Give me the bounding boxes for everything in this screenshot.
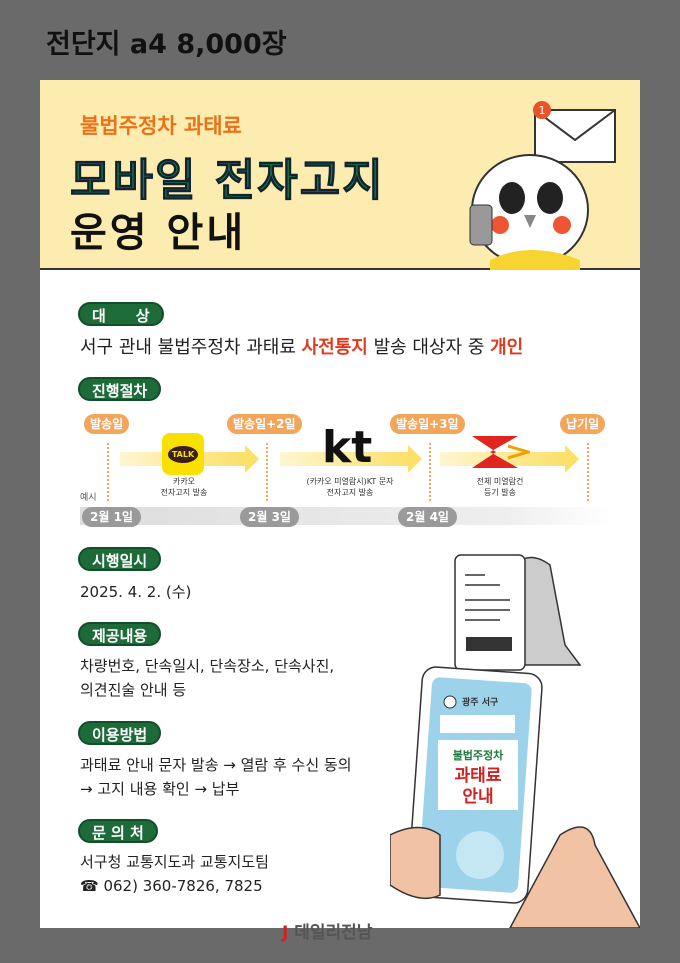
example-date-1: 2월 1일 — [82, 507, 141, 527]
timeline-divider — [266, 443, 268, 501]
timeline-divider — [587, 443, 589, 501]
date-text: 2025. 4. 2. (수) — [80, 583, 192, 601]
contact-line2: ☎ 062) 360-7826, 7825 — [80, 877, 263, 895]
header-title: 모바일 전자고지 — [70, 155, 385, 207]
content-line2: 의견진술 안내 등 — [80, 681, 187, 699]
timeline-divider — [107, 443, 109, 501]
target-text-pre: 서구 관내 불법주정차 과태료 — [80, 337, 302, 358]
post-office-icon — [472, 436, 530, 468]
target-label: 대 상 — [78, 302, 164, 326]
kt-logo-icon: kt — [322, 422, 373, 473]
mascot-icon — [469, 154, 589, 270]
arrow-icon — [440, 445, 579, 473]
envelope-icon — [534, 109, 616, 163]
notification-count: 1 — [539, 104, 546, 117]
page-title: 전단지 a4 8,000장 — [46, 29, 287, 60]
caption-kakao: 카카오 전자고지 발송 — [160, 477, 208, 497]
notification-badge — [533, 101, 551, 119]
contact-label: 문 의 처 — [78, 819, 158, 843]
content-label: 제공내용 — [78, 622, 162, 646]
phone-receipt-illustration: 광주 서구 불법주정차 과태료 안내 — [390, 554, 640, 928]
target-highlight-individual: 개인 — [490, 337, 524, 358]
phone-msg3: 안내 — [462, 787, 493, 807]
example-label: 예시 — [80, 493, 97, 503]
example-date-3: 2월 4일 — [398, 507, 457, 527]
caption-registered-mail: 전체 미열람건 등기 발송 — [476, 477, 524, 497]
date-band — [80, 507, 610, 525]
example-date-2: 2월 3일 — [240, 507, 299, 527]
target-text: 서구 관내 불법주정차 과태료 사전통지 발송 대상자 중 개인 — [80, 336, 523, 360]
phone-msg1: 불법주정차 — [453, 748, 504, 762]
poster: 불법주정차 과태료 모바일 전자고지 운영 안내 1 대 상 서구 관내 불법주… — [40, 80, 640, 928]
phone-brand: 광주 서구 — [462, 696, 498, 708]
usage-line2: → 고지 내용 확인 → 납부 — [80, 780, 240, 798]
header-title2: 운영 안내 — [70, 210, 247, 256]
timeline-divider — [429, 443, 431, 501]
step-send-day: 발송일 — [84, 414, 130, 434]
contact-line1: 서구청 교통지도과 교통지도팀 — [80, 853, 269, 871]
caption-kt: (카카오 미열람시)KT 문자 전자고지 발송 — [306, 477, 394, 497]
phone-msg2: 과태료 — [455, 766, 502, 786]
receipt-icon — [454, 554, 526, 671]
usage-label: 이용방법 — [78, 721, 162, 745]
step-send-day-plus3: 발송일+3일 — [390, 414, 465, 434]
watermark: J 데일리전남 — [282, 923, 373, 943]
content-line1: 차량번호, 단속일시, 단속장소, 단속사진, — [80, 657, 335, 675]
step-due-day: 납기일 — [560, 414, 606, 434]
step-send-day-plus2: 발송일+2일 — [227, 414, 302, 434]
target-text-mid: 발송 대상자 중 — [367, 337, 491, 358]
header-subtitle: 불법주정차 과태료 — [80, 114, 242, 138]
arrow-icon — [280, 445, 422, 473]
poster-header: 불법주정차 과태료 모바일 전자고지 운영 안내 1 — [40, 80, 640, 270]
process-label: 진행절차 — [78, 377, 162, 401]
kakao-talk-icon: TALK — [162, 433, 204, 475]
usage-line1: 과태료 안내 문자 발송 → 열람 후 수신 동의 — [80, 756, 352, 774]
mascot-envelope-illustration: 1 — [469, 101, 616, 270]
kakao-logo-text: TALK — [167, 445, 199, 463]
target-highlight-advance-notice: 사전통지 — [301, 337, 368, 358]
date-label: 시행일시 — [78, 547, 162, 571]
watermark-text: 데일리전남 — [294, 923, 373, 943]
